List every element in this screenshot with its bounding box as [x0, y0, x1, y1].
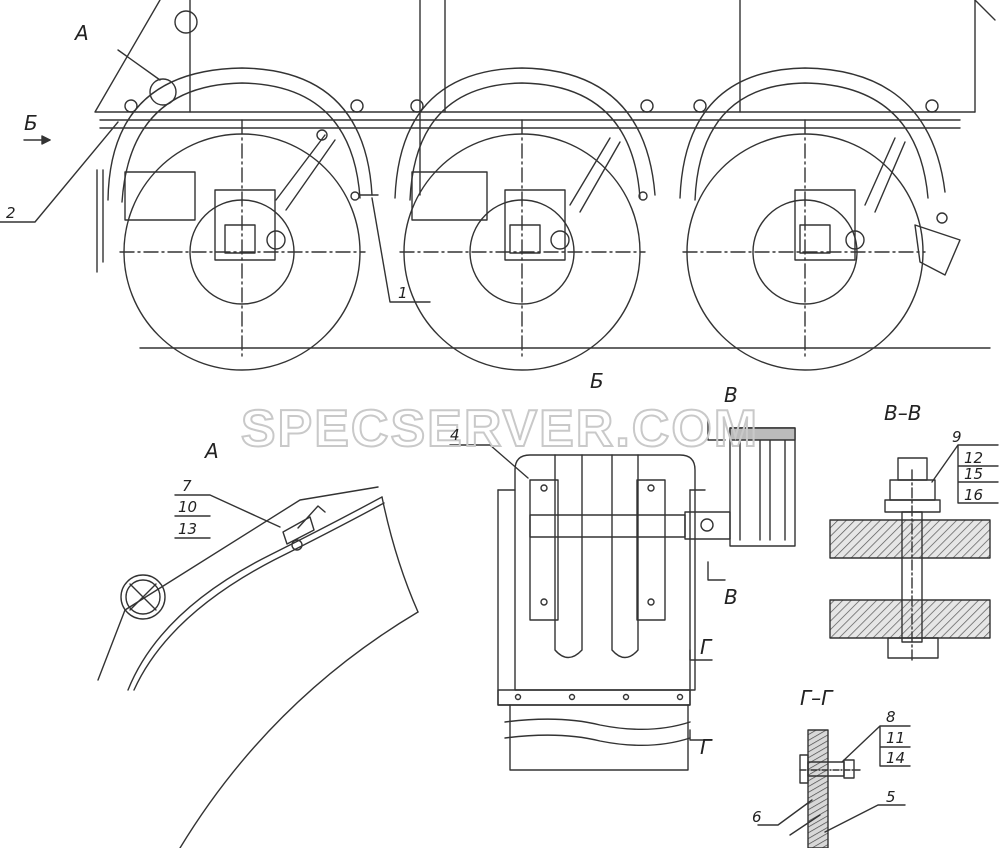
callout-2: 2 — [6, 204, 16, 222]
callout-g-stack-3: 14 — [886, 749, 905, 767]
callout-v-stack-3: 15 — [964, 465, 983, 483]
detail-a — [97, 486, 419, 849]
callout-1: 1 — [398, 284, 408, 302]
callout-g-stack-2: 11 — [886, 729, 905, 747]
view-label-a-main: А — [73, 21, 89, 45]
wheel-3 — [682, 119, 961, 371]
cut-label-g-bottom: Г — [700, 735, 713, 759]
detail-a-marker — [149, 78, 177, 106]
wheel-1 — [119, 119, 366, 371]
callout-v-stack-2: 12 — [964, 449, 983, 467]
callout-v-stack-4: 16 — [964, 486, 983, 504]
section-v-v — [829, 444, 999, 661]
callout-4: 4 — [450, 426, 460, 444]
lifting-eye — [174, 10, 198, 34]
trailer-side-view — [0, 0, 996, 371]
view-label-a-detail: А — [203, 439, 219, 463]
callout-v-stack-1: 9 — [952, 428, 962, 446]
callout-5: 5 — [886, 788, 896, 806]
fender-3 — [679, 67, 948, 224]
cut-label-v-top: В — [724, 383, 738, 407]
detail-b — [449, 419, 796, 771]
callout-g-stack-1: 8 — [886, 708, 896, 726]
section-label-g-g: Г–Г — [800, 686, 834, 710]
wheel-2 — [399, 119, 646, 371]
fender-2 — [394, 67, 656, 201]
view-label-b-detail: Б — [590, 369, 604, 393]
callout-6: 6 — [752, 808, 762, 826]
cut-label-v-bottom: В — [724, 585, 738, 609]
callout-a-stack-2: 10 — [178, 498, 197, 516]
cut-label-g-top: Г — [700, 635, 713, 659]
fender-1 — [107, 67, 379, 203]
callout-a-stack-1: 7 — [182, 477, 192, 495]
section-g-g — [757, 725, 911, 849]
watermark: SPECSERVER.COM — [241, 400, 759, 458]
callout-a-stack-3: 13 — [178, 520, 197, 538]
view-label-b-arrow: Б — [24, 111, 38, 135]
section-label-v-v: В–В — [884, 401, 921, 425]
